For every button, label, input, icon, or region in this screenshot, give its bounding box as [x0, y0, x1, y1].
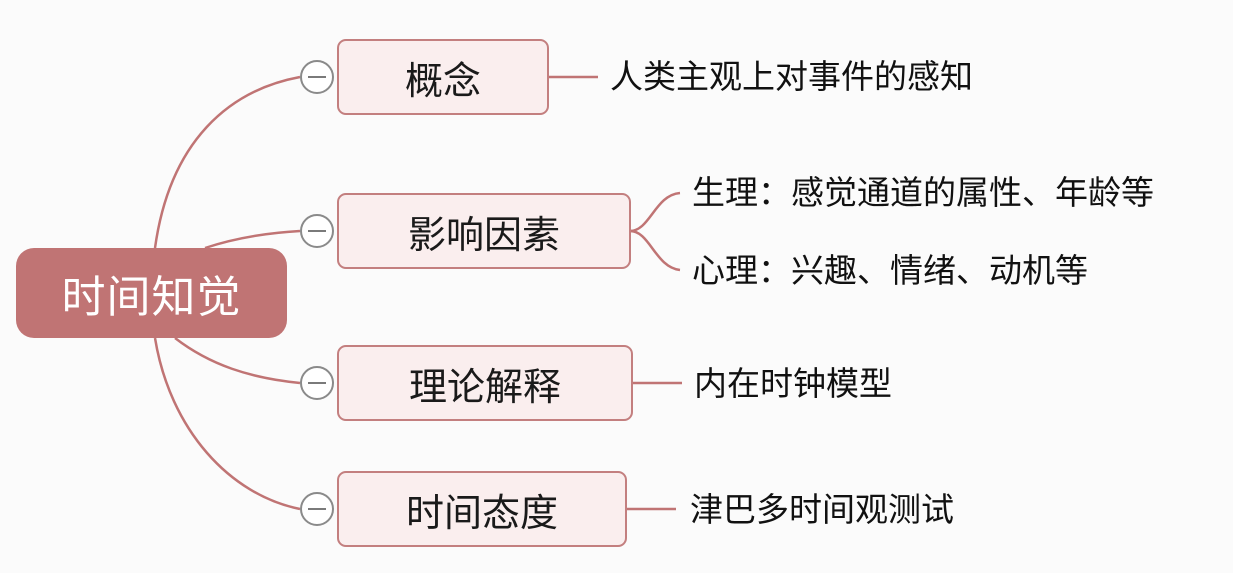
branch-node-label: 理论解释 [408, 364, 561, 409]
leaf-factors-physiological[interactable]: 生理：感觉通道的属性、年龄等 [692, 173, 1154, 212]
root-node-label: 时间知觉 [61, 272, 242, 323]
leaf-factors-psychological[interactable]: 心理：兴趣、情绪、动机等 [692, 251, 1088, 290]
connector-factors-leaf-1 [629, 191, 681, 233]
branch-node-theory[interactable]: 理论解释 [337, 345, 633, 421]
branch-node-label: 概念 [404, 58, 481, 103]
collapse-factors-icon[interactable] [300, 214, 334, 248]
connector-root-concept [153, 75, 301, 249]
root-node-time-perception[interactable]: 时间知觉 [16, 248, 287, 338]
branch-node-attitude[interactable]: 时间态度 [337, 471, 627, 547]
connector-factors-leaf-2 [629, 229, 681, 272]
connector-root-attitude [153, 337, 301, 511]
leaf-concept-definition[interactable]: 人类主观上对事件的感知 [610, 57, 973, 96]
connector-root-factors [204, 229, 301, 250]
leaf-theory-internal-clock[interactable]: 内在时钟模型 [694, 364, 892, 403]
leaf-attitude-zimbardo[interactable]: 津巴多时间观测试 [690, 490, 954, 529]
collapse-concept-icon[interactable] [300, 60, 334, 94]
branch-node-label: 影响因素 [407, 212, 560, 257]
connector-root-theory [174, 337, 301, 385]
branch-node-factors[interactable]: 影响因素 [337, 193, 631, 269]
collapse-attitude-icon[interactable] [300, 492, 334, 526]
branch-node-concept[interactable]: 概念 [337, 39, 549, 115]
collapse-theory-icon[interactable] [300, 366, 334, 400]
branch-node-label: 时间态度 [405, 490, 558, 535]
